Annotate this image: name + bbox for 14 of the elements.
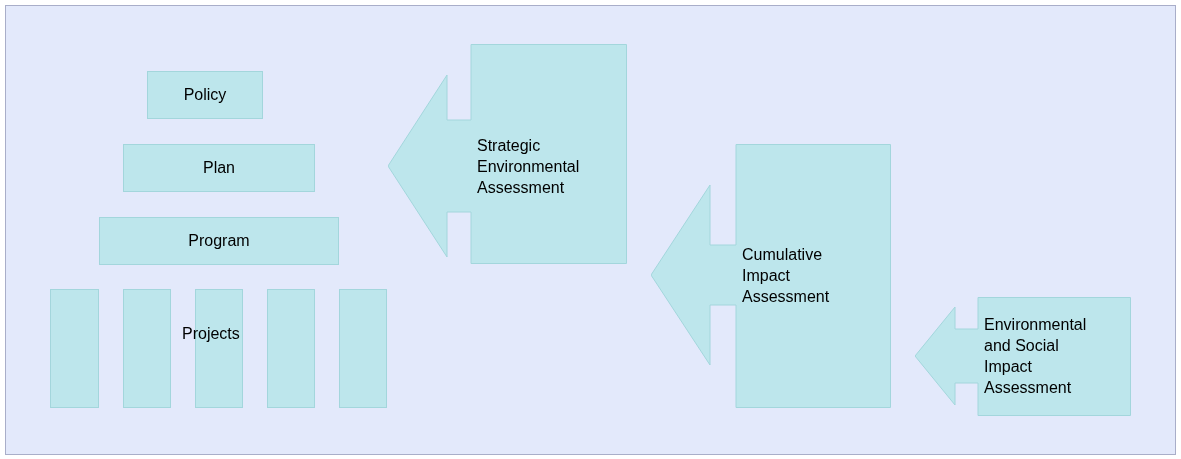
project-bar [123, 289, 171, 408]
project-bar [339, 289, 387, 408]
project-bar [267, 289, 315, 408]
project-bar [50, 289, 99, 408]
callout-text: Strategic Environmental Assessment [477, 135, 581, 198]
level-box: Program [99, 217, 339, 265]
projects-label: Projects [182, 325, 240, 343]
callout-arrow [388, 44, 627, 264]
level-box: Policy [147, 71, 263, 119]
callout-arrow [915, 297, 1131, 416]
callout-arrow [651, 144, 891, 408]
callout-text: Environmental and Social Impact Assessment [984, 315, 1088, 398]
callout-text: Cumulative Impact Assessment [742, 244, 831, 307]
level-box: Plan [123, 144, 315, 192]
